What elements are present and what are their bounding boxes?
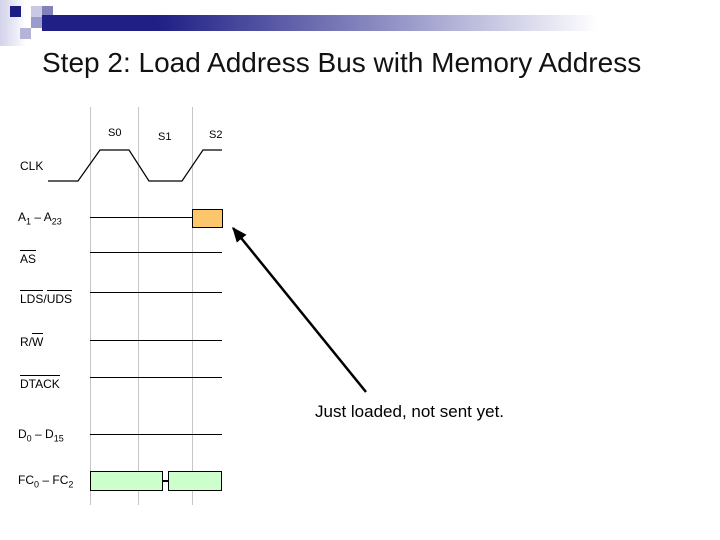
fc-valid-box-2 bbox=[168, 471, 222, 491]
label-subscript: 0 bbox=[34, 479, 40, 490]
label-text: – FC bbox=[39, 473, 69, 487]
signal-label-rw: R/W bbox=[20, 333, 44, 349]
label-overlined-text: UDS bbox=[46, 290, 73, 306]
signal-label-lds-uds: LDS/UDS bbox=[20, 290, 73, 306]
label-subscript: 2 bbox=[68, 479, 74, 490]
label-overlined-text: DTACK bbox=[20, 375, 60, 391]
label-overlined-text: W bbox=[32, 333, 44, 349]
fc-transition-notch bbox=[162, 480, 169, 482]
deco-square-lavender bbox=[20, 28, 31, 39]
dtack-line bbox=[90, 377, 222, 378]
deco-square-pale bbox=[31, 6, 42, 17]
label-text: FC bbox=[18, 473, 34, 487]
clk-waveform bbox=[48, 149, 222, 182]
label-text: R/ bbox=[20, 335, 32, 349]
rw-line bbox=[90, 340, 222, 341]
data-bus-line bbox=[90, 434, 222, 435]
annotation-arrow bbox=[232, 227, 367, 393]
signal-label-fc: FC0 – FC2 bbox=[18, 473, 74, 490]
gridline-s2 bbox=[192, 107, 193, 505]
label-subscript: 15 bbox=[53, 433, 64, 444]
deco-header-bar bbox=[42, 15, 720, 31]
label-overlined-text: AS bbox=[20, 250, 37, 266]
signal-label-dtack: DTACK bbox=[20, 375, 60, 391]
gridline-s0 bbox=[90, 107, 91, 505]
state-label-s0: S0 bbox=[108, 127, 122, 139]
label-subscript: 0 bbox=[26, 433, 32, 444]
state-label-s2: S2 bbox=[209, 129, 223, 141]
signal-label-address-bus: A1 – A23 bbox=[18, 210, 62, 227]
deco-square-slate bbox=[42, 6, 53, 17]
annotation-text: Just loaded, not sent yet. bbox=[315, 402, 505, 421]
label-overlined-text: LDS bbox=[20, 290, 44, 306]
gridline-s1 bbox=[138, 107, 139, 505]
label-subscript: 1 bbox=[26, 216, 32, 227]
label-subscript: 23 bbox=[51, 216, 62, 227]
label-text: / bbox=[43, 292, 47, 306]
label-text: D bbox=[18, 427, 27, 441]
address-valid-box bbox=[192, 209, 223, 228]
address-bus-line bbox=[90, 217, 192, 218]
label-text: – D bbox=[31, 427, 54, 441]
signal-label-data-bus: D0 – D15 bbox=[18, 427, 64, 444]
deco-square-medium bbox=[31, 17, 42, 28]
label-text: A bbox=[18, 210, 27, 224]
signal-label-clk: CLK bbox=[20, 159, 44, 173]
label-text: – A bbox=[31, 210, 52, 224]
deco-square-navy bbox=[10, 6, 21, 17]
slide-title: Step 2: Load Address Bus with Memory Add… bbox=[42, 47, 642, 78]
fc-valid-box-1 bbox=[90, 471, 163, 491]
signal-label-as: AS bbox=[20, 250, 37, 266]
state-label-s1: S1 bbox=[158, 131, 172, 143]
lds-uds-line bbox=[90, 292, 222, 293]
as-line bbox=[90, 252, 222, 253]
